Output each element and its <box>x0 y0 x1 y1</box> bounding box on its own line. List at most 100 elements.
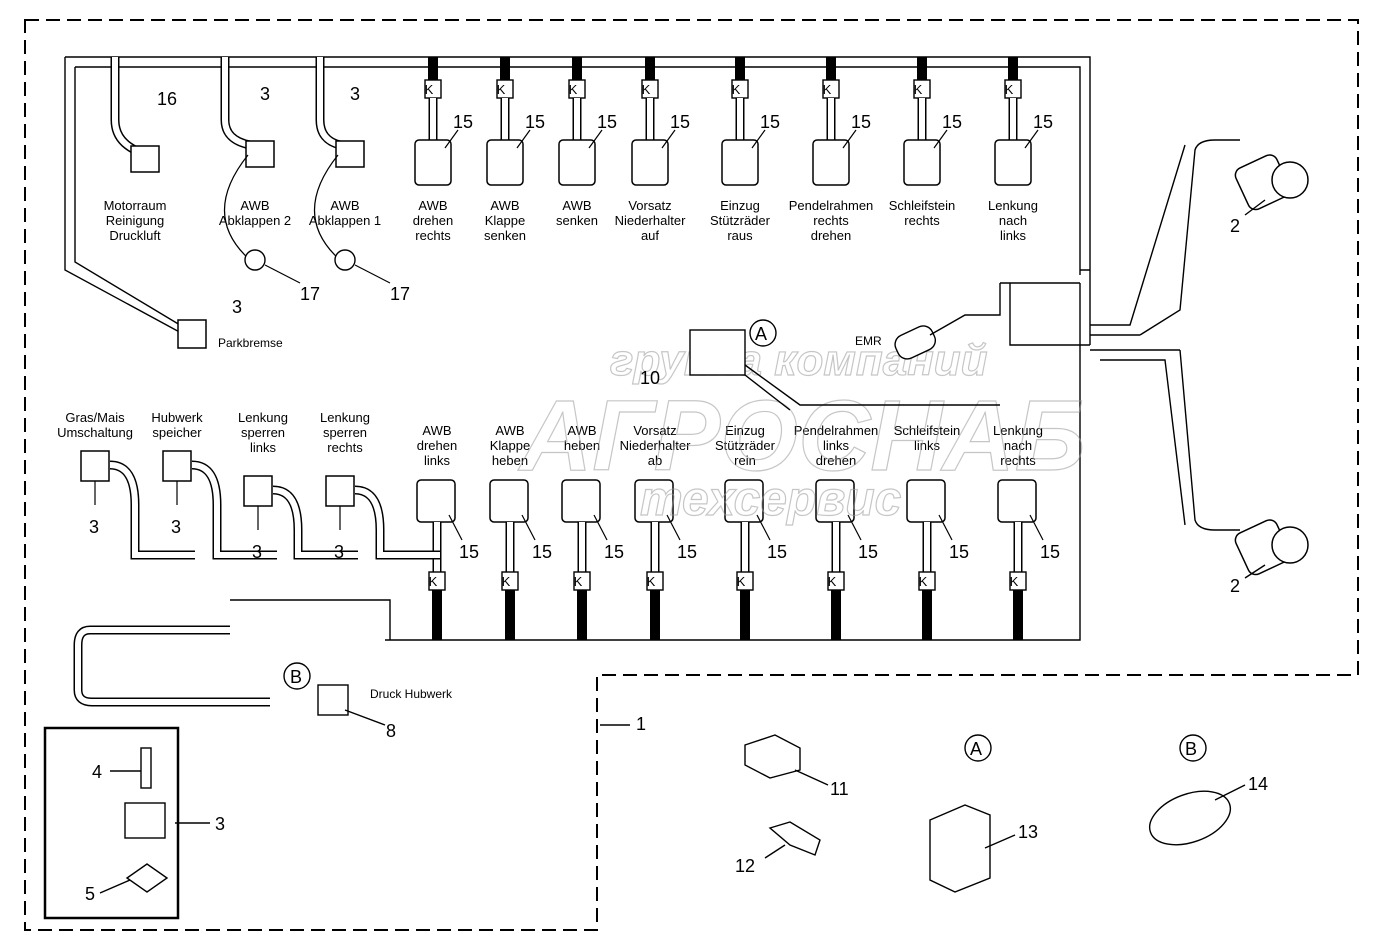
connector-label: AWB <box>567 423 596 438</box>
k-marker-label: K <box>642 82 651 97</box>
part-2-lower: 2 <box>1230 576 1240 596</box>
connector-label: Umschaltung <box>57 425 133 440</box>
connector-label: links <box>424 453 451 468</box>
connector-label: links <box>250 440 277 455</box>
connector-label: senken <box>556 213 598 228</box>
valve-plug-top <box>414 139 452 186</box>
k-marker-label: K <box>828 574 837 589</box>
harness-frame-inner <box>74 66 1081 326</box>
connector-label: Schleifstein <box>889 198 955 213</box>
callout-b-sensor: B <box>1185 739 1197 759</box>
connector-label: Abklappen 2 <box>219 213 291 228</box>
part-number: 15 <box>851 112 871 132</box>
k-marker-label: K <box>732 82 741 97</box>
connector-label: sperren <box>241 425 285 440</box>
druck-hubwerk-label: Druck Hubwerk <box>370 687 453 701</box>
valve-connector <box>243 475 273 507</box>
connector-label: AWB <box>495 423 524 438</box>
part-8: 8 <box>386 721 396 741</box>
connector-label: links <box>1000 228 1027 243</box>
part-number: 15 <box>453 112 473 132</box>
k-marker-label: K <box>823 82 832 97</box>
valve-connector <box>335 140 365 168</box>
valve-connector <box>124 802 166 839</box>
emr-plug <box>894 325 937 360</box>
part-number: 15 <box>670 112 690 132</box>
k-marker-label: K <box>425 82 434 97</box>
connector-label: heben <box>492 453 528 468</box>
k-marker-label: K <box>1005 82 1014 97</box>
connector-label: Pendelrahmen <box>794 423 879 438</box>
seal-icon <box>125 863 169 893</box>
connector-label: AWB <box>330 198 359 213</box>
connector-label: rein <box>734 453 756 468</box>
k-marker-label: K <box>737 574 746 589</box>
connector-label: Schleifstein <box>894 423 960 438</box>
nipple-icon <box>768 821 821 856</box>
connector-label: Vorsatz <box>628 198 671 213</box>
valve-connector <box>80 450 110 482</box>
valve-plug-top <box>994 139 1032 186</box>
k-marker-label: K <box>429 574 438 589</box>
emr-label: EMR <box>855 334 882 348</box>
watermark-line-2: АГРОСНАБ <box>517 380 1086 492</box>
connector-label: Einzug <box>720 198 760 213</box>
connector-label: Vorsatz <box>633 423 676 438</box>
valve-plug-top <box>812 139 850 186</box>
connector-label: AWB <box>418 198 447 213</box>
parkbremse-label: Parkbremse <box>218 336 283 350</box>
watermark-line-3: техсервис <box>640 473 901 526</box>
connector-label: links <box>914 438 941 453</box>
valve-connector <box>162 450 192 482</box>
blind-plug <box>334 249 356 271</box>
part-11: 11 <box>830 779 849 799</box>
t-piece-icon <box>744 734 801 779</box>
part-number: 17 <box>390 284 410 304</box>
connector-label: ab <box>648 453 662 468</box>
part-number: 3 <box>350 84 360 104</box>
connector-label: rechts <box>327 440 363 455</box>
connector-label: Stützräder <box>715 438 776 453</box>
connector-label: Druckluft <box>109 228 161 243</box>
k-marker-label: K <box>497 82 506 97</box>
part-13: 13 <box>1018 822 1038 842</box>
connector-label: Pendelrahmen <box>789 198 874 213</box>
harness-branch-right <box>1090 139 1240 531</box>
part-number: 3 <box>260 84 270 104</box>
connector-label: sperren <box>323 425 367 440</box>
k-marker-label: K <box>574 574 583 589</box>
part-number: 3 <box>171 517 181 537</box>
connector-label: AWB <box>490 198 519 213</box>
part-number: 15 <box>949 542 969 562</box>
round-plug-upper <box>1234 154 1309 211</box>
k-marker-label: K <box>569 82 578 97</box>
connector-label: Klappe <box>490 438 530 453</box>
part-1: 1 <box>636 714 646 734</box>
k-marker-label: K <box>919 574 928 589</box>
connector-label: AWB <box>240 198 269 213</box>
connector-label: rechts <box>904 213 940 228</box>
part-4: 4 <box>92 762 102 782</box>
part-number: 3 <box>334 542 344 562</box>
connector-label: Gras/Mais <box>65 410 125 425</box>
connector-label: rechts <box>1000 453 1036 468</box>
part-number: 17 <box>300 284 320 304</box>
valve-connector <box>245 140 275 168</box>
connector-label: Reinigung <box>106 213 165 228</box>
part-10: 10 <box>640 368 660 388</box>
valve-connector <box>325 475 355 507</box>
connector-label: Niederhalter <box>620 438 691 453</box>
bolt-icon <box>140 747 152 789</box>
parkbremse-valve <box>177 319 207 349</box>
valve-plug-top <box>558 139 596 186</box>
connector-label: Lenkung <box>993 423 1043 438</box>
connector-label: Lenkung <box>238 410 288 425</box>
connector-label: AWB <box>562 198 591 213</box>
callout-a: A <box>755 324 767 344</box>
control-box-icon <box>929 804 991 893</box>
callout-a-box: A <box>970 739 982 759</box>
connector-label: drehen <box>811 228 851 243</box>
part-number: 15 <box>597 112 617 132</box>
